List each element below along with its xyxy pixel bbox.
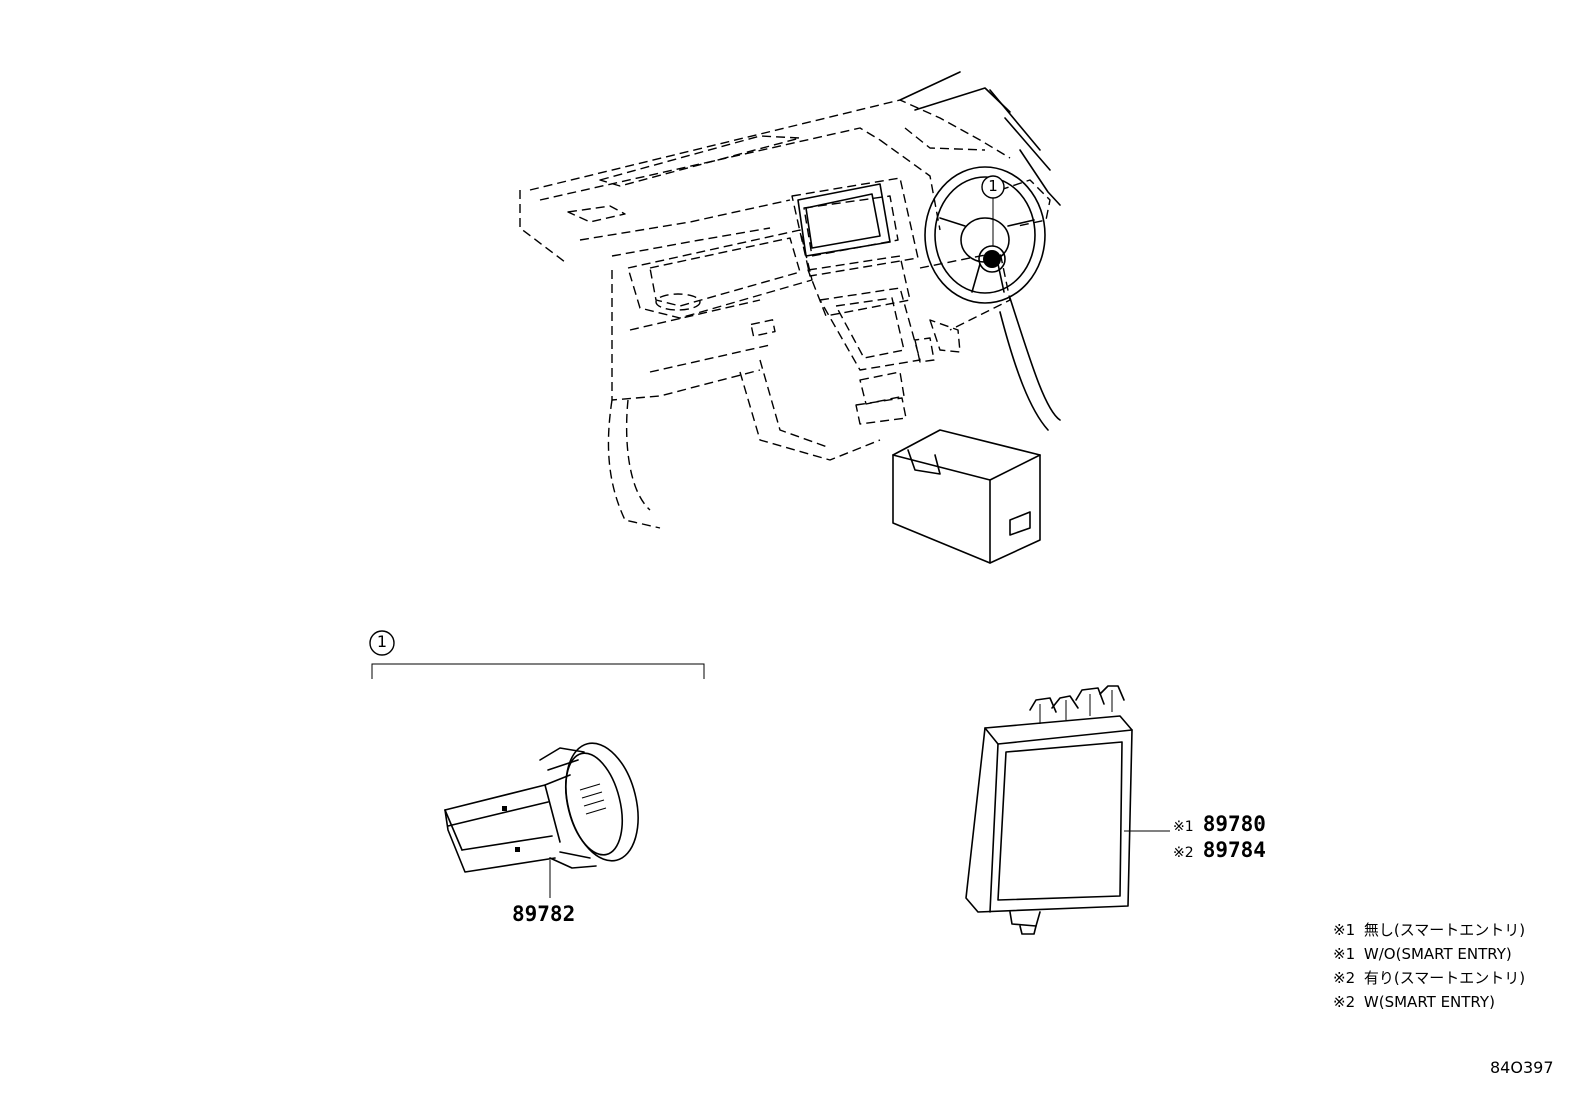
legend-text: W(SMART ENTRY): [1363, 993, 1495, 1011]
legend-mark: ※1: [1333, 945, 1356, 963]
legend-item: ※1 W/O(SMART ENTRY): [1333, 942, 1525, 966]
group-callout-label: 1: [376, 632, 388, 651]
ecu-part-number[interactable]: 89780: [1202, 812, 1266, 836]
legend-text: W/O(SMART ENTRY): [1363, 945, 1512, 963]
id-code-box-ecu-drawing: [965, 685, 1170, 935]
group-bracket: [369, 630, 705, 679]
legend: ※1 無し(スマートエントリ) ※1 W/O(SMART ENTRY) ※2 有…: [1333, 918, 1525, 1014]
legend-item: ※2 有り(スマートエントリ): [1333, 966, 1525, 990]
ecu-part-mark: ※1: [1173, 819, 1194, 835]
dashboard-illustration: [519, 71, 1061, 564]
transponder-part-number[interactable]: 89782: [512, 902, 576, 926]
ecu-part-number[interactable]: 89784: [1202, 838, 1266, 862]
transponder-key-amplifier-drawing: [444, 742, 639, 898]
ecu-part-row: ※1 89780: [1173, 812, 1266, 838]
ecu-part-row: ※2 89784: [1173, 838, 1266, 864]
ecu-part-mark: ※2: [1173, 845, 1194, 861]
callout-1-top-label: 1: [988, 177, 998, 195]
drawing-number: 84O397: [1490, 1058, 1554, 1077]
legend-mark: ※2: [1333, 969, 1356, 987]
legend-mark: ※1: [1333, 921, 1356, 939]
legend-mark: ※2: [1333, 993, 1356, 1011]
legend-text: 無し(スマートエントリ): [1363, 921, 1526, 939]
legend-text: 有り(スマートエントリ): [1363, 969, 1526, 987]
legend-item: ※2 W(SMART ENTRY): [1333, 990, 1525, 1014]
ecu-part-numbers: ※1 89780 ※2 89784: [1173, 812, 1266, 864]
legend-item: ※1 無し(スマートエントリ): [1333, 918, 1525, 942]
callout-1-top-circle: [981, 175, 1005, 199]
